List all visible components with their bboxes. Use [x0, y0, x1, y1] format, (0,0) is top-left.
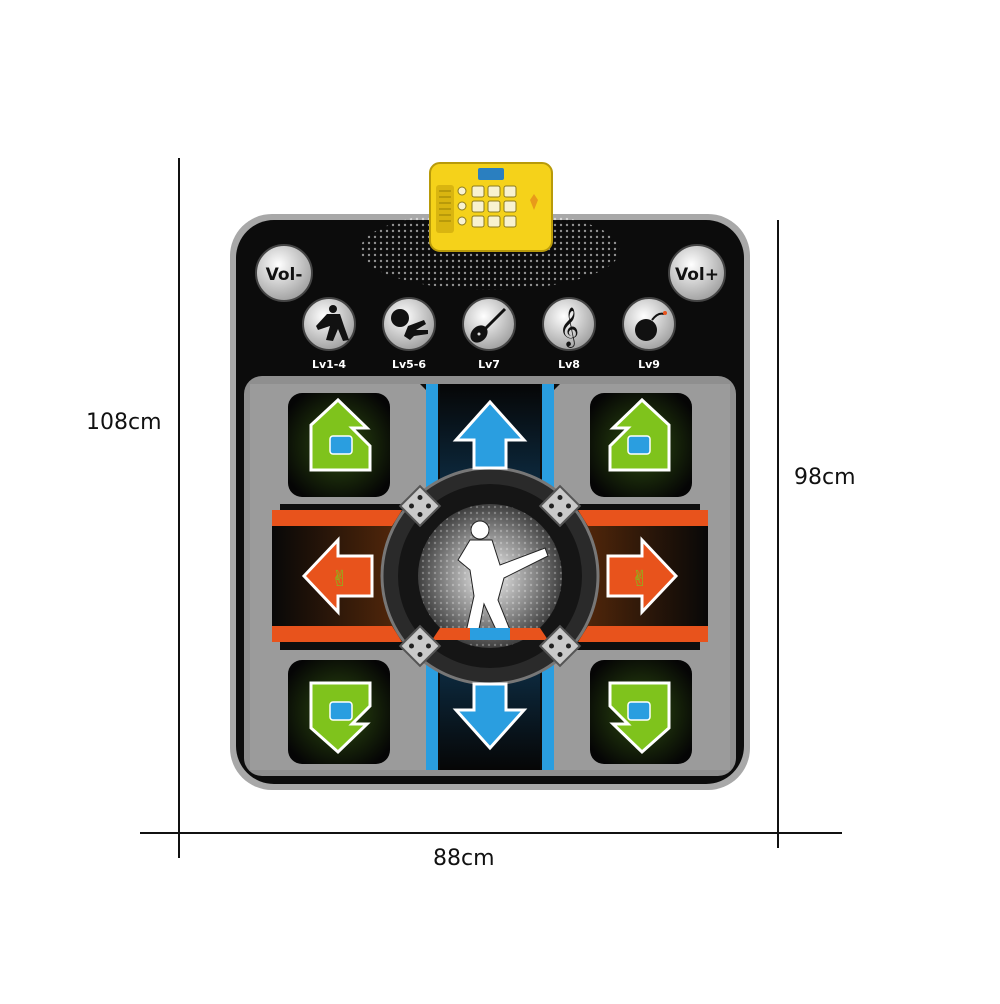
level-button-2[interactable]: Lv5-6: [382, 297, 436, 371]
pad-down-left[interactable]: [288, 660, 390, 764]
level-button-5[interactable]: Lv9: [622, 297, 676, 371]
level-button-1[interactable]: Lv1-4: [302, 297, 356, 371]
hands-icon: [391, 309, 428, 340]
level-label-5: Lv9: [638, 358, 660, 371]
pad-up-left[interactable]: [288, 393, 390, 497]
pad-left[interactable]: ✌: [301, 536, 374, 616]
guitar-icon: [470, 307, 507, 343]
controller-keypad[interactable]: [471, 185, 517, 228]
level-label-4: Lv8: [558, 358, 580, 371]
level-label-3: Lv7: [478, 358, 500, 371]
pad-down-right[interactable]: [590, 660, 692, 764]
victory-hand-icon: ✌: [631, 567, 649, 592]
treble-clef-icon: 𝄞: [559, 307, 579, 348]
vol-down-button[interactable]: Vol-: [255, 244, 313, 302]
bottom-width-label: 88cm: [433, 846, 495, 871]
left-height-label: 108cm: [86, 410, 162, 435]
dimension-lines: [140, 158, 842, 858]
controller-side-buttons[interactable]: [457, 186, 467, 226]
pad-up-arrow[interactable]: [452, 399, 528, 470]
vol-up-label: Vol+: [675, 265, 719, 285]
level-label-1: Lv1-4: [312, 358, 346, 371]
level-button-4[interactable]: 𝄞 Lv8: [542, 297, 596, 371]
controller-logo-icon: [530, 194, 538, 210]
dancer-icon: [316, 305, 349, 341]
pad-down-arrow[interactable]: [452, 682, 528, 751]
mini-mat-icon: [432, 628, 548, 640]
controller-box[interactable]: [429, 162, 553, 252]
blue-stripes: [426, 384, 554, 770]
level-label-2: Lv5-6: [392, 358, 426, 371]
pad-right[interactable]: ✌: [606, 536, 679, 616]
pad-up-right[interactable]: [590, 393, 692, 497]
right-height-label: 98cm: [794, 465, 856, 490]
corner-dice-markers: [398, 484, 582, 668]
vol-up-button[interactable]: Vol+: [668, 244, 726, 302]
controller-display: [478, 168, 504, 180]
vol-down-label: Vol-: [266, 265, 303, 285]
bomb-icon: [635, 311, 667, 341]
level-button-3[interactable]: Lv7: [462, 297, 516, 371]
victory-hand-icon: ✌: [331, 567, 349, 592]
